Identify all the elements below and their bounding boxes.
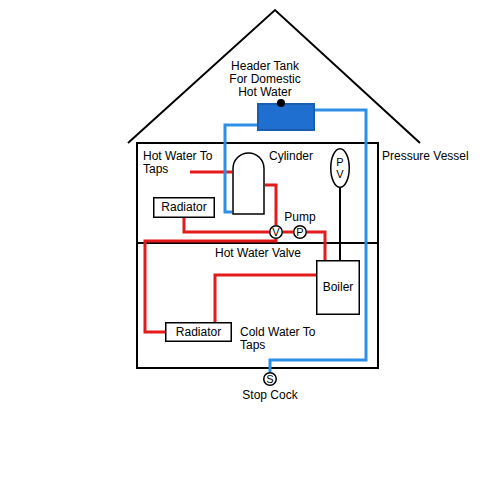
node-text: P V xyxy=(336,156,343,180)
box-outline xyxy=(154,198,215,218)
hot-water-cylinder: Cylinder xyxy=(232,152,265,215)
node-text: V xyxy=(272,226,279,238)
node-text: Radiator xyxy=(161,201,206,214)
stop-cock-symbol: SStop Cock xyxy=(263,372,277,386)
flow-pipe xyxy=(307,232,325,260)
symbol-outline xyxy=(264,373,277,386)
node-text: Radiator xyxy=(176,326,221,339)
node-text: P xyxy=(296,226,303,238)
part-label: Pressure Vessel xyxy=(382,150,469,163)
part-label: Hot Water Valve xyxy=(215,247,301,260)
box-outline xyxy=(317,261,360,315)
flow-pipe xyxy=(283,231,293,234)
part-label: Stop Cock xyxy=(242,389,297,402)
pipe-label: Hot Water To Taps xyxy=(143,150,223,176)
hot-water-cylinder-outline xyxy=(232,152,265,215)
ball-valve-dot xyxy=(277,99,285,107)
part-label: Pump xyxy=(284,211,315,224)
flow-pipe xyxy=(265,185,276,225)
radiator-box: Radiator xyxy=(165,322,232,342)
part-label: Header Tank For Domestic Hot Water xyxy=(227,60,303,99)
radiator-box: Radiator xyxy=(153,197,215,218)
return-pipe xyxy=(215,275,316,322)
pressure-vessel: P V xyxy=(330,148,350,188)
part-label: Cylinder xyxy=(269,150,313,163)
symbol-outline xyxy=(294,226,307,239)
box-outline xyxy=(166,323,232,342)
header-tank-outline xyxy=(257,103,315,131)
header-tank: Header Tank For Domestic Hot Water xyxy=(257,103,315,131)
node-text: Boiler xyxy=(323,281,354,294)
node-text: S xyxy=(266,373,273,385)
house-roof xyxy=(128,10,420,143)
cylinder-outline xyxy=(233,153,264,214)
valve-symbol: V xyxy=(269,225,283,239)
symbol-outline xyxy=(331,149,350,188)
tank-outline xyxy=(258,104,314,130)
pump-symbol: PumpP xyxy=(293,225,307,239)
symbol-outline xyxy=(270,226,283,239)
boiler-box: Boiler xyxy=(316,260,360,315)
house-walls xyxy=(137,143,378,368)
vessel-pipe xyxy=(339,188,341,260)
flow-pipe xyxy=(184,218,269,232)
pipe-label: Cold Water To Taps xyxy=(240,326,322,352)
